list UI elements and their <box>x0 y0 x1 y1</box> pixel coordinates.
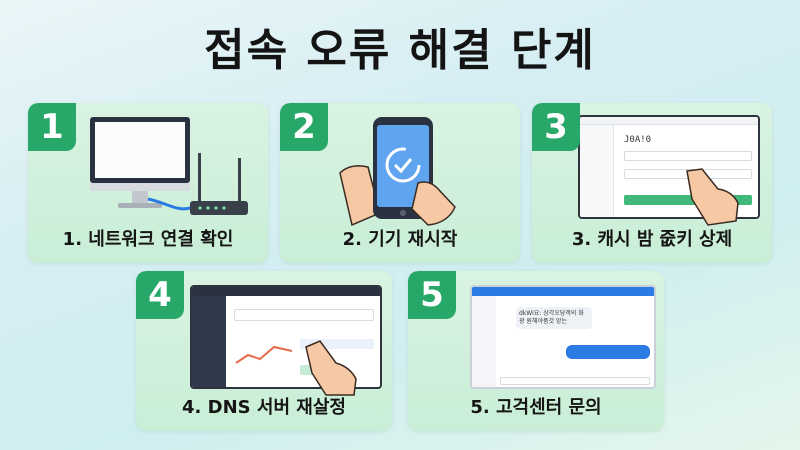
step-number-badge: 4 <box>136 271 184 319</box>
pointing-hand-icon <box>686 168 739 226</box>
step-card-4[interactable]: 4 4. DNS 서버 재살정 <box>136 271 392 431</box>
cache-input[interactable] <box>624 151 752 161</box>
monitor-router-illustration <box>90 117 248 215</box>
chat-input[interactable] <box>500 377 650 385</box>
step-card-1[interactable]: 1 1. 네트워크 연결 확인 <box>28 103 268 263</box>
sidebar <box>472 296 496 387</box>
step-number-badge: 5 <box>408 271 456 319</box>
step-label: 2. 기기 재시작 <box>342 229 458 250</box>
step-number-badge: 3 <box>532 103 580 151</box>
window-titlebar <box>192 287 380 296</box>
chat-bubble-user <box>566 345 650 359</box>
step-label: 5. 고걱센터 문의 <box>470 397 602 418</box>
graph-icon <box>235 345 293 364</box>
step-card-3[interactable]: J0A!0 3 3. 캐시 밤 줎키 상제 <box>532 103 772 263</box>
page-title: 접속 오류 해결 단계 <box>204 25 596 76</box>
step-number-badge: 1 <box>28 103 76 151</box>
step-label: 1. 네트워크 연결 확인 <box>62 229 234 250</box>
step-label: 3. 캐시 밤 줎키 상제 <box>571 229 733 250</box>
sidebar <box>192 296 226 387</box>
window-titlebar <box>580 117 758 125</box>
chat-bubble-agent: dkWi요: 상각오당객의 화광 원해야품것 앙는 <box>516 307 592 329</box>
window-titlebar <box>472 287 654 296</box>
step-card-2[interactable]: 2 2. 기기 재시작 <box>280 103 520 263</box>
cache-field-text: J0A!0 <box>624 135 652 145</box>
dns-option[interactable] <box>300 339 374 349</box>
pointing-hand-icon <box>305 340 357 396</box>
dns-input[interactable] <box>234 309 374 321</box>
step-card-5[interactable]: dkWi요: 상각오당객의 화광 원해야품것 앙는 5 5. 고걱센터 문의 <box>408 271 664 431</box>
clear-data-button[interactable] <box>624 195 752 205</box>
phone-hand-illustration <box>339 117 456 227</box>
step-number-badge: 2 <box>280 103 328 151</box>
chat-screen-mock: dkWi요: 상각오당객의 화광 원해야품것 앙는 <box>470 285 656 389</box>
step-label: 4. DNS 서버 재살정 <box>182 397 346 418</box>
sidebar <box>580 125 614 217</box>
